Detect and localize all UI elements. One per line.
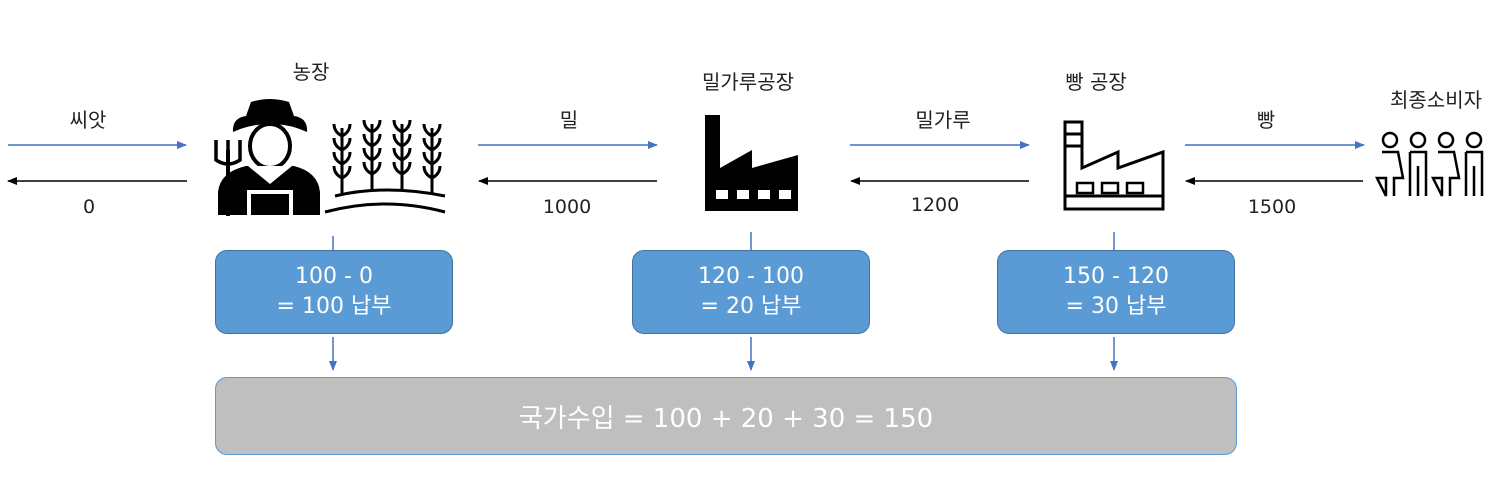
flow-good-wheat: 밀: [559, 108, 579, 132]
flow-good-seed: 씨앗: [69, 108, 107, 132]
farmer-icon: [214, 99, 320, 216]
flow-good-flour: 밀가루: [915, 108, 971, 132]
vat-result: = 20 납부: [700, 294, 802, 319]
flow-payment-seed: 0: [82, 196, 96, 218]
bakery-factory-icon: [1063, 120, 1165, 211]
flow-good-bread: 빵: [1256, 108, 1276, 132]
stage-label-bakery: 빵 공장: [1065, 70, 1127, 94]
vat-result: = 100 납부: [276, 294, 392, 319]
stage-label-farm: 농장: [292, 60, 330, 84]
vat-box-bakery: 150 - 120 = 30 납부: [997, 250, 1235, 334]
vat-formula: 100 - 0: [295, 264, 373, 289]
flow-payment-flour: 1200: [910, 194, 960, 216]
stage-label-consumer: 최종소비자: [1390, 88, 1482, 112]
vat-box-farm: 100 - 0 = 100 납부: [215, 250, 453, 334]
vat-result: = 30 납부: [1065, 294, 1167, 319]
vat-formula: 120 - 100: [698, 264, 804, 289]
stage-label-mill: 밀가루공장: [702, 70, 794, 94]
consumers-icon: [1374, 131, 1484, 197]
national-revenue-box: 국가수입 = 100 + 20 + 30 = 150: [215, 377, 1237, 455]
flow-payment-wheat: 1000: [542, 196, 592, 218]
vat-box-mill: 120 - 100 = 20 납부: [632, 250, 870, 334]
wheat-icon: [324, 119, 446, 214]
mill-factory-icon: [705, 115, 798, 211]
national-revenue-text: 국가수입 = 100 + 20 + 30 = 150: [518, 403, 934, 434]
flow-payment-bread: 1500: [1247, 196, 1297, 218]
vat-formula: 150 - 120: [1063, 264, 1169, 289]
